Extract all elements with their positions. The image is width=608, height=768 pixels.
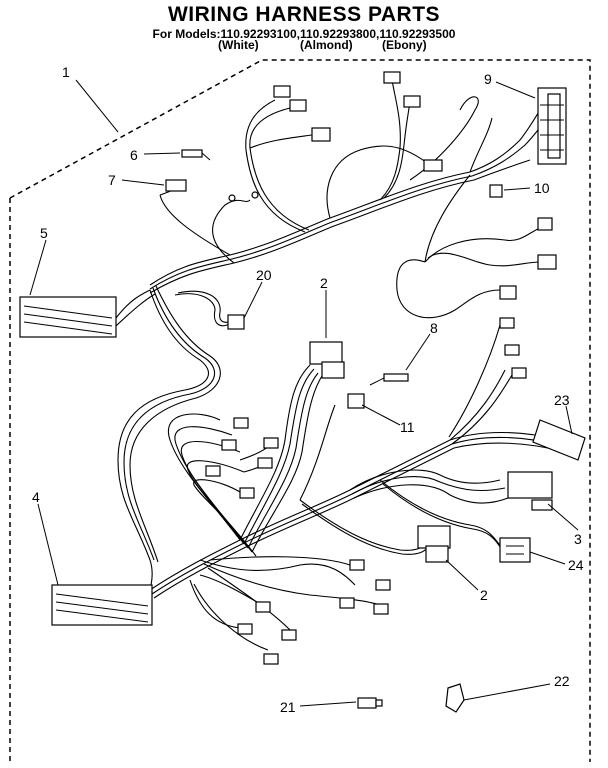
callout-23: 23 [554,392,570,408]
part-23-strip [532,419,586,461]
models-line: For Models:110.92293100,110.92293800,110… [152,27,456,41]
callout-leaders [29,79,579,707]
main-trunk-wires [117,285,221,596]
part-6-terminal [181,149,211,161]
callout-8: 8 [430,320,438,336]
callout-9: 9 [484,71,492,87]
callout-7: 7 [108,172,116,188]
callout-20: 20 [256,267,272,283]
part-9-terminal-block [537,87,567,165]
callout-2-lower: 2 [480,587,488,603]
lower-harness-wires [149,324,566,651]
part-22-clip [445,683,465,713]
small-connector-cluster [205,417,391,665]
callout-5: 5 [40,225,48,241]
part-24-plug [499,537,531,563]
callouts: 1 9 6 7 10 5 20 2 8 11 23 4 3 24 2 21 22 [32,64,584,715]
part-21-screw [357,697,383,709]
callout-6: 6 [130,147,138,163]
callout-24: 24 [568,557,584,573]
top-connectors [273,71,557,300]
part-7-connector [165,179,259,202]
variant-white: (White) [218,38,259,52]
part-4-block [51,584,153,626]
callout-3: 3 [574,531,582,547]
page-title: WIRING HARNESS PARTS [167,3,441,26]
callout-10: 10 [534,180,550,196]
upper-harness-wires [149,79,543,327]
variant-ebony: (Ebony) [382,38,427,52]
callout-11: 11 [400,419,415,435]
callout-4: 4 [32,489,40,505]
callout-2-upper: 2 [320,275,328,291]
header: WIRING HARNESS PARTS For Models:110.9229… [0,0,608,42]
callout-22: 22 [554,673,570,689]
color-variants: (White) (Almond) (Ebony) [0,38,608,52]
part-2-lower-connector [417,525,451,563]
callout-21: 21 [280,699,296,715]
part-11-switch [347,393,365,409]
callout-1: 1 [62,64,70,80]
part-5-block [19,289,156,338]
part-2-upper-connector [309,341,345,379]
variant-almond: (Almond) [300,38,353,52]
part-20-connector [227,314,245,330]
part-8-fuse [369,373,409,386]
mid-right-connectors [499,317,527,379]
assembly-boundary [9,59,591,762]
part-3-connector [507,471,553,511]
